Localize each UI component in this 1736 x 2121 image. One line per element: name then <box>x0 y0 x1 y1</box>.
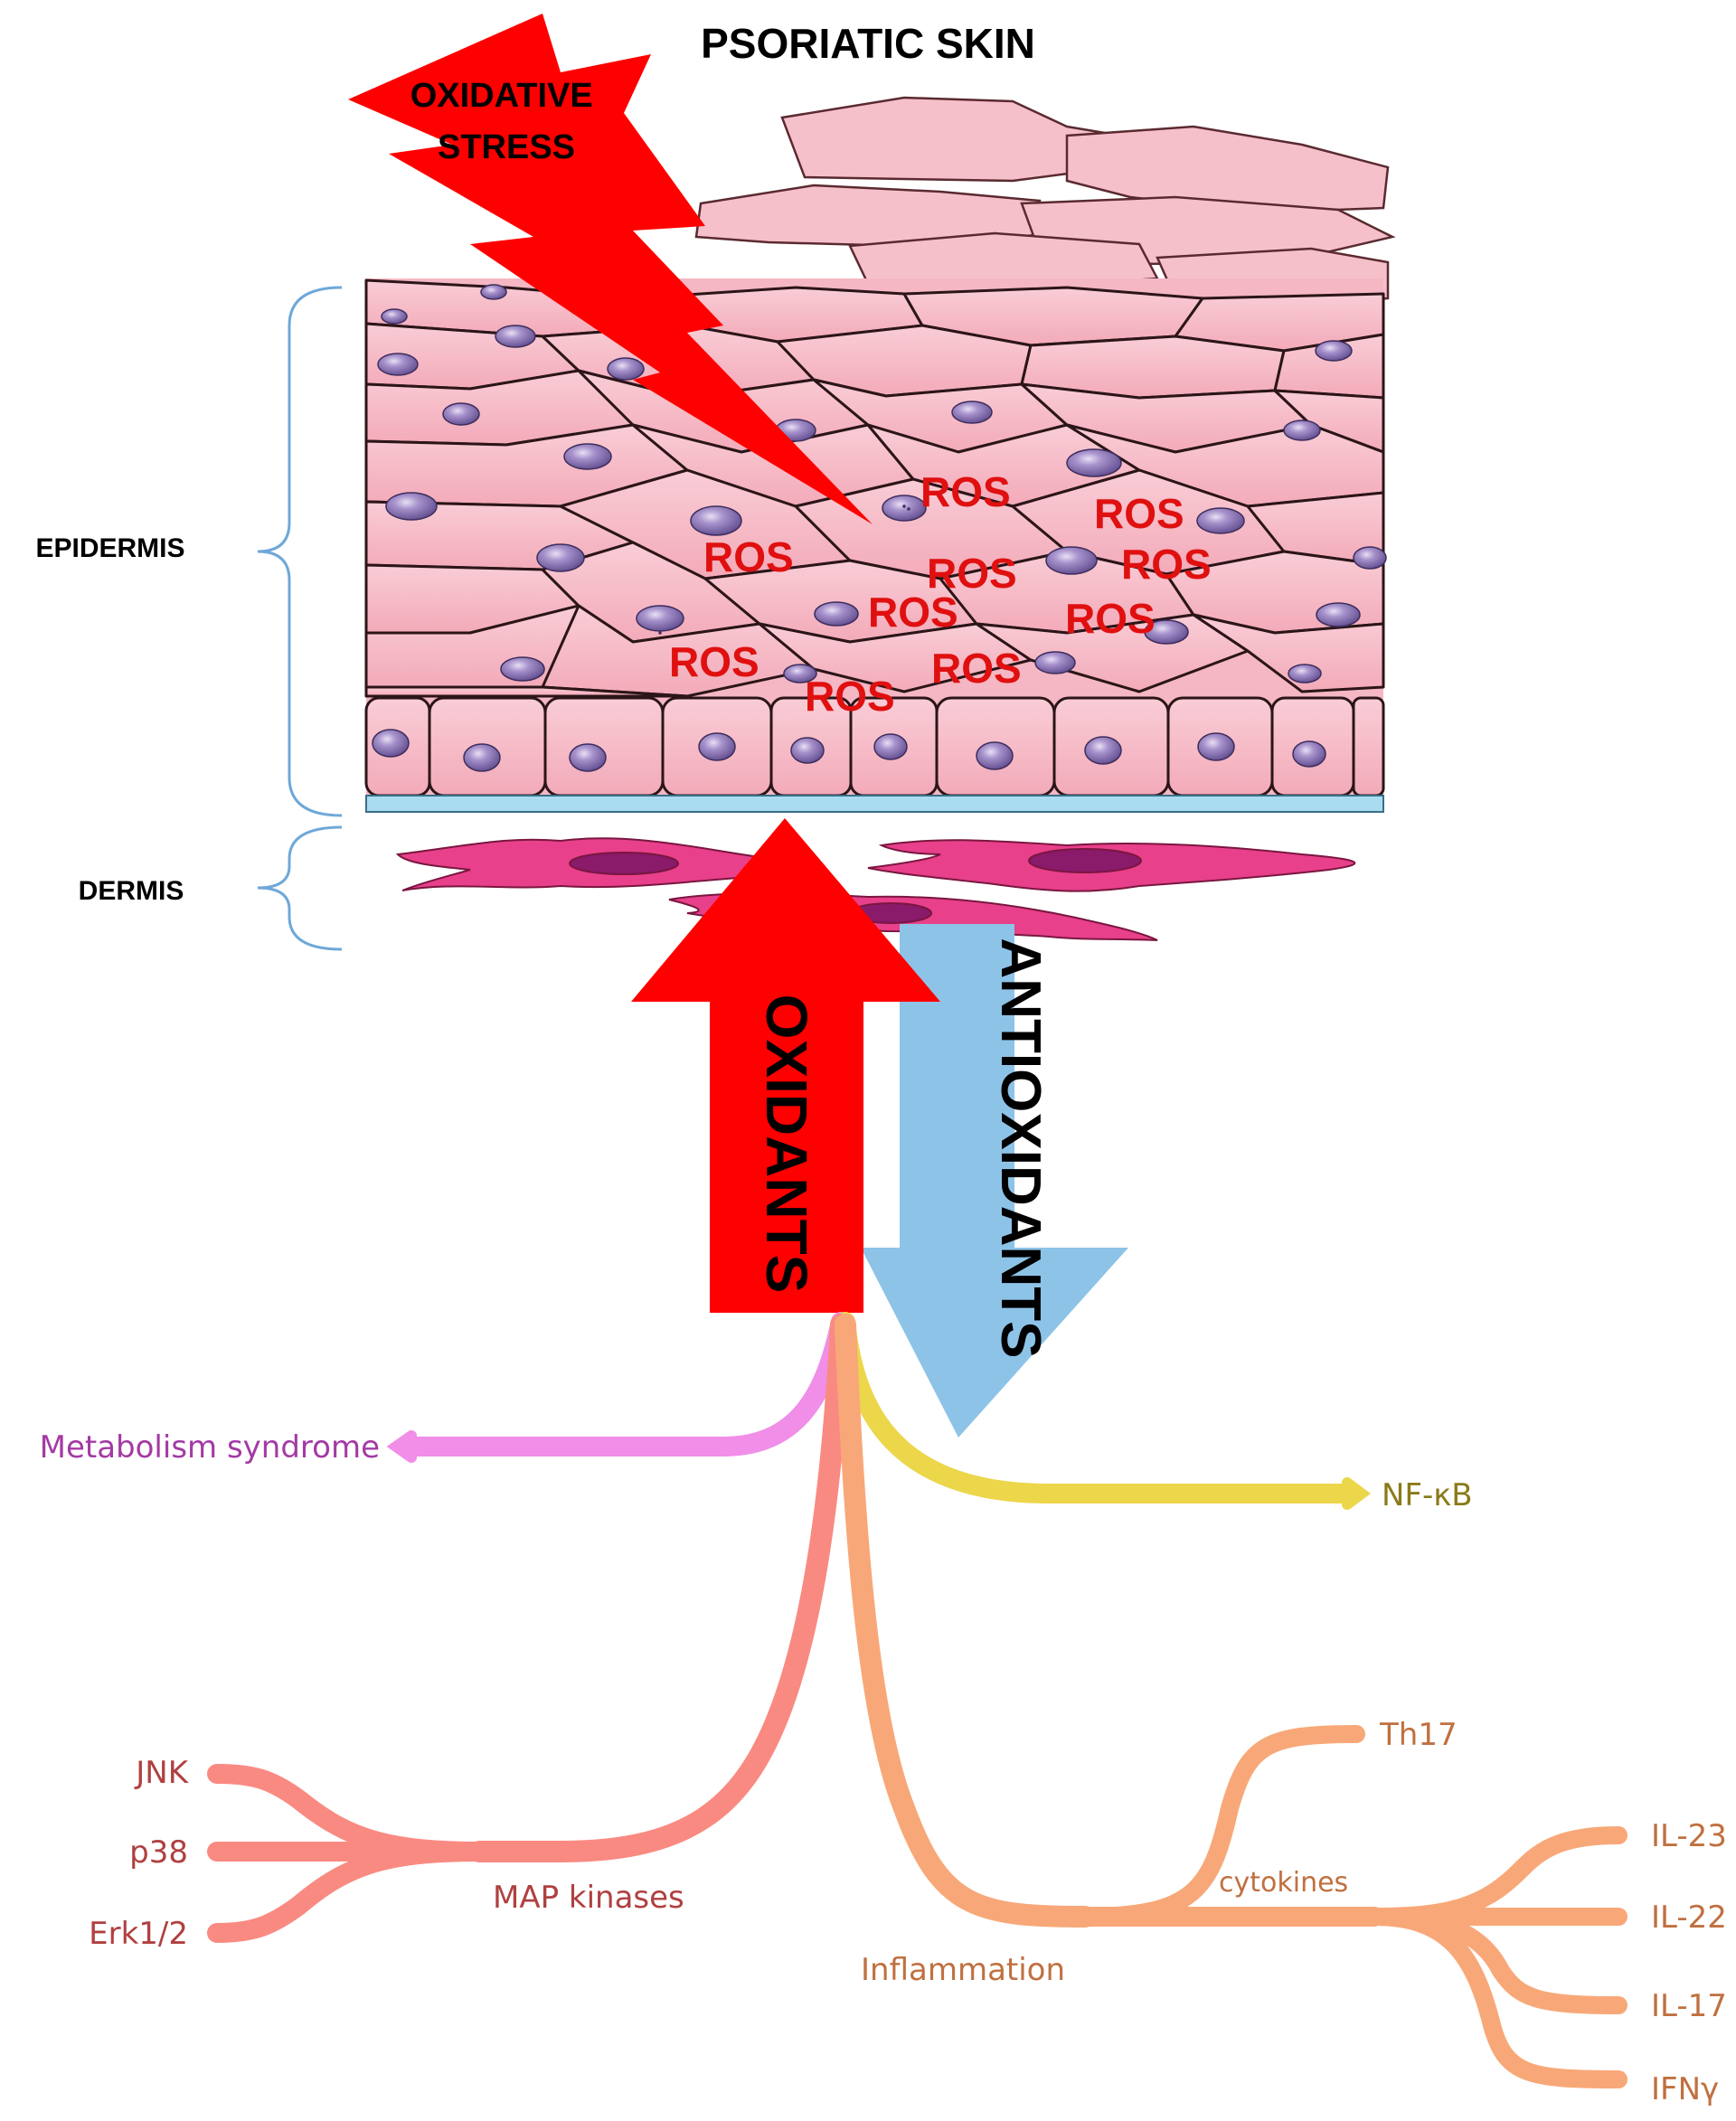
il17-label: IL-17 <box>1651 1988 1727 2024</box>
ros-label: ROS <box>669 638 760 685</box>
inflammation-branch <box>835 1314 1096 1928</box>
cell-nuclei <box>372 284 1387 772</box>
oxidative-stress-line-2: STRESS <box>438 128 575 166</box>
ifng-branch <box>1365 1908 1628 2088</box>
p38-label: p38 <box>129 1834 188 1871</box>
ros-labels: ROS ROS ROS ROS ROS ROS ROS ROS ROS ROS <box>669 468 1212 720</box>
ros-label: ROS <box>1065 595 1156 642</box>
dermis-bracket <box>257 825 343 951</box>
oxidants-arrow <box>631 818 940 1313</box>
epidermis-label: EPIDERMIS <box>35 533 184 563</box>
oxidative-stress-line-1: OXIDATIVE <box>410 77 593 115</box>
dermal-fibroblasts <box>395 837 1356 941</box>
il23-branch <box>1365 1826 1628 1926</box>
inflammation-label: Inflammation <box>861 1952 1065 1988</box>
layer-brackets <box>257 286 343 951</box>
cytokines-label: cytokines <box>1219 1867 1348 1899</box>
ros-label: ROS <box>931 645 1022 692</box>
skin-tissue <box>364 96 1396 941</box>
ros-label: ROS <box>1094 490 1184 537</box>
jnk-label: JNK <box>134 1755 189 1791</box>
oxidants-label: OXIDANTS <box>754 995 819 1294</box>
dermis-label: DERMIS <box>79 876 184 906</box>
ros-label: ROS <box>805 673 895 720</box>
squamous-cells <box>364 278 1385 698</box>
il22-label: IL-22 <box>1651 1899 1727 1936</box>
ros-label: ROS <box>920 468 1011 515</box>
oxidative-stress-label: OXIDATIVE STRESS <box>410 77 603 166</box>
ros-label: ROS <box>927 550 1017 597</box>
lightning-bolt-icon <box>348 14 873 524</box>
branch-labels: Metabolism syndrome NF-κB MAP kinases JN… <box>40 1429 1727 2107</box>
basement-membrane <box>365 795 1384 813</box>
erk-label: Erk1/2 <box>89 1916 188 1952</box>
nfkb-label: NF-κB <box>1382 1477 1473 1513</box>
ros-label: ROS <box>1121 541 1212 588</box>
metabolism-branch <box>397 1312 851 1456</box>
metabolism-arrowhead <box>386 1430 417 1463</box>
branch-tree <box>207 1312 1628 2088</box>
il23-label: IL-23 <box>1651 1818 1727 1854</box>
antioxidants-arrow <box>861 924 1128 1438</box>
map-erk-branch <box>207 1842 489 1943</box>
nfkb-arrowhead <box>1342 1477 1371 1510</box>
map-jnk-branch <box>207 1764 489 1862</box>
ros-label: ROS <box>703 533 794 580</box>
map-kinases-branch <box>468 1314 852 1862</box>
th17-label: Th17 <box>1379 1717 1458 1753</box>
epidermis-bracket <box>257 286 343 817</box>
diagram-title: PSORIATIC SKIN <box>701 20 1035 67</box>
scale-flakes <box>694 96 1396 309</box>
metabolism-syndrome-label: Metabolism syndrome <box>40 1429 380 1466</box>
antioxidants-label: ANTIOXIDANTS <box>989 938 1052 1359</box>
map-kinases-label: MAP kinases <box>493 1880 684 1916</box>
ros-label: ROS <box>868 589 958 636</box>
ifng-label: IFNγ <box>1651 2071 1719 2107</box>
